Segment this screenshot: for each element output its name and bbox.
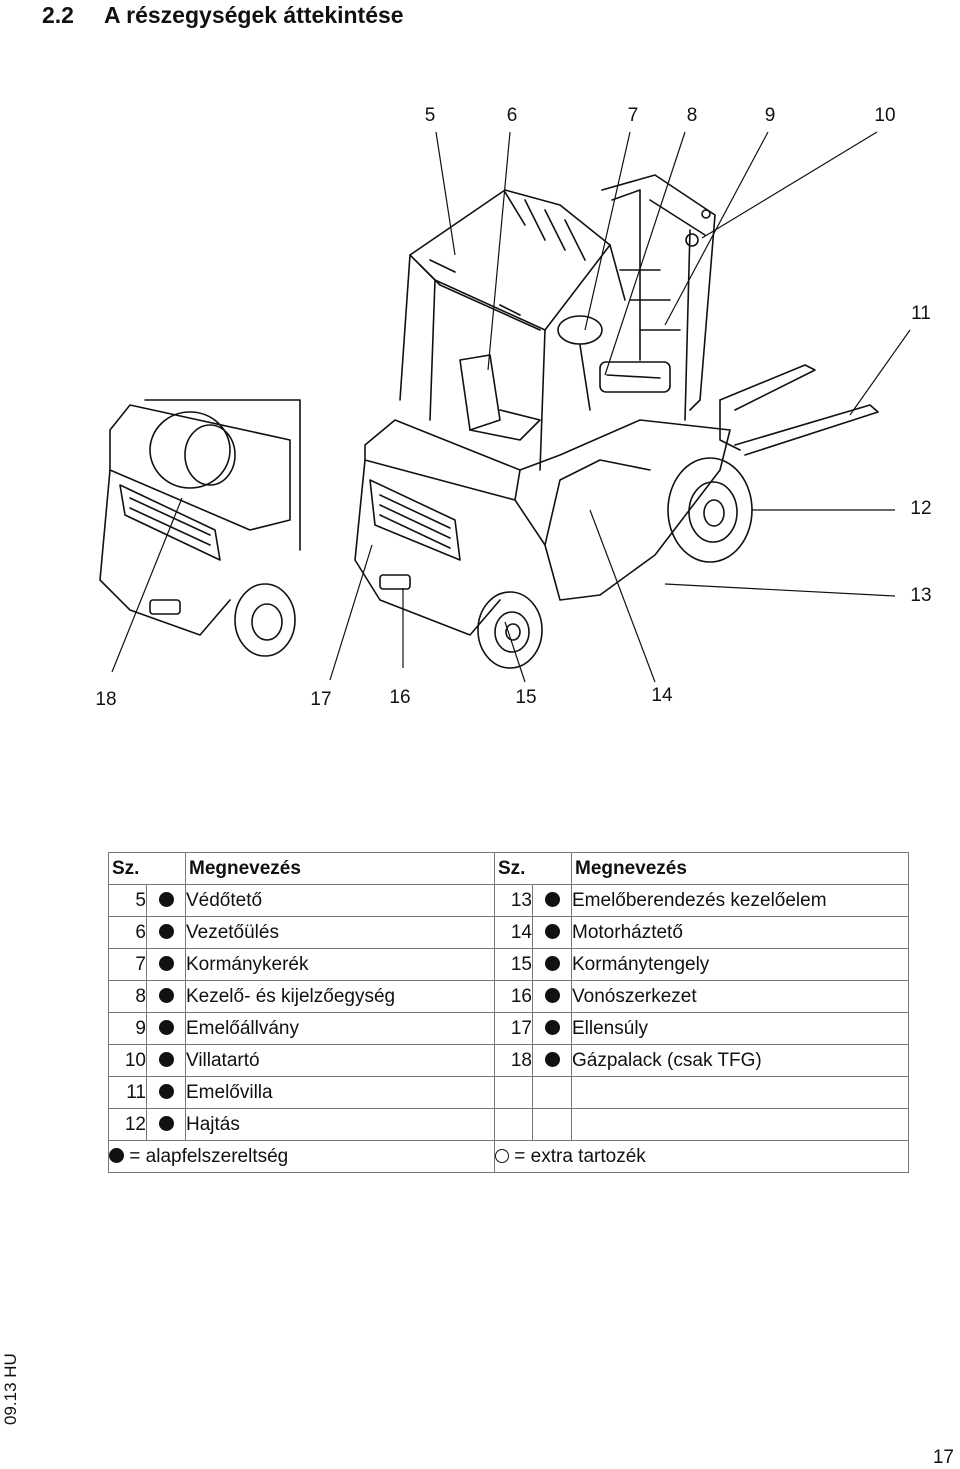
standard-bullet-icon — [146, 1044, 186, 1077]
item-number: 18 — [494, 1044, 533, 1077]
callout-5: 5 — [424, 105, 436, 126]
callout-18: 18 — [95, 689, 117, 710]
wheels-drawing — [477, 457, 753, 669]
header-name-left: Megnevezés — [185, 852, 495, 885]
table-header-row: Sz. Megnevezés Sz. Megnevezés — [108, 852, 909, 885]
callout-14: 14 — [651, 685, 673, 706]
item-name: Emelővilla — [185, 1076, 495, 1109]
item-name: Emelőállvány — [185, 1012, 495, 1045]
table-row: 10 Villatartó 18 Gázpalack (csak TFG) — [108, 1044, 909, 1077]
table-row: 7 Kormánykerék 15 Kormánytengely — [108, 948, 909, 981]
callout-12: 12 — [910, 498, 932, 519]
item-number: 16 — [494, 980, 533, 1013]
open-circle-icon — [495, 1148, 509, 1163]
leader-lines — [111, 131, 911, 683]
item-name: Vezetőülés — [185, 916, 495, 949]
item-name: Emelőberendezés kezelőelem — [571, 884, 909, 917]
standard-bullet-icon — [146, 1012, 186, 1045]
header-no-right: Sz. — [494, 852, 572, 885]
standard-bullet-icon — [532, 884, 572, 917]
forks-drawing — [719, 364, 879, 456]
item-number: 6 — [108, 916, 147, 949]
callout-15: 15 — [515, 687, 537, 708]
callout-6: 6 — [506, 105, 518, 126]
item-number: 10 — [108, 1044, 147, 1077]
item-number: 7 — [108, 948, 147, 981]
callout-13: 13 — [910, 585, 932, 606]
item-number: 13 — [494, 884, 533, 917]
section-title: A részegységek áttekintése — [104, 2, 404, 28]
item-name: Gázpalack (csak TFG) — [571, 1044, 909, 1077]
table-row: 5 Védőtető 13 Emelőberendezés kezelőelem — [108, 884, 909, 917]
empty-cell — [571, 1108, 909, 1141]
standard-bullet-icon — [146, 980, 186, 1013]
truck-body-drawing — [354, 419, 731, 636]
item-name: Védőtető — [185, 884, 495, 917]
item-number: 17 — [494, 1012, 533, 1045]
item-name: Hajtás — [185, 1108, 495, 1141]
item-name: Ellensúly — [571, 1012, 909, 1045]
callout-7: 7 — [627, 105, 639, 126]
standard-bullet-icon — [146, 884, 186, 917]
table-row: 9 Emelőállvány 17 Ellensúly — [108, 1012, 909, 1045]
section-number: 2.2 — [42, 2, 74, 28]
table-row: 11 Emelővilla — [108, 1076, 909, 1109]
standard-bullet-icon — [532, 980, 572, 1013]
standard-bullet-icon — [532, 948, 572, 981]
forklift-illustration — [99, 131, 911, 683]
callout-10: 10 — [874, 105, 896, 126]
callout-16: 16 — [389, 687, 411, 708]
item-number: 5 — [108, 884, 147, 917]
item-number: 15 — [494, 948, 533, 981]
empty-cell — [532, 1076, 572, 1109]
section-heading: 2.2 A részegységek áttekintése — [42, 0, 404, 30]
table-row: 6 Vezetőülés 14 Motorháztető — [108, 916, 909, 949]
legend-row: = alapfelszereltség = extra tartozék — [108, 1140, 909, 1173]
standard-bullet-icon — [532, 1044, 572, 1077]
empty-cell — [494, 1108, 533, 1141]
empty-cell — [532, 1108, 572, 1141]
callout-9: 9 — [764, 105, 776, 126]
standard-bullet-icon — [532, 1012, 572, 1045]
item-name: Villatartó — [185, 1044, 495, 1077]
empty-cell — [571, 1076, 909, 1109]
item-number: 12 — [108, 1108, 147, 1141]
standard-bullet-icon — [146, 916, 186, 949]
standard-bullet-icon — [146, 948, 186, 981]
item-number: 11 — [108, 1076, 147, 1109]
callout-17: 17 — [310, 689, 332, 710]
item-number: 9 — [108, 1012, 147, 1045]
parts-table: Sz. Megnevezés Sz. Megnevezés 5 Védőtető… — [108, 852, 909, 1173]
item-number: 14 — [494, 916, 533, 949]
header-name-right: Megnevezés — [571, 852, 909, 885]
callout-11: 11 — [911, 303, 931, 324]
seat-drawing — [459, 315, 671, 441]
legend-standard-text: = alapfelszereltség — [129, 1146, 289, 1167]
item-name: Motorháztető — [571, 916, 909, 949]
legend-standard: = alapfelszereltség — [108, 1140, 495, 1173]
header-no-left: Sz. — [108, 852, 186, 885]
table-row: 8 Kezelő- és kijelzőegység 16 Vonószerke… — [108, 980, 909, 1013]
overhead-guard-drawing — [399, 189, 626, 471]
empty-cell — [494, 1076, 533, 1109]
filled-bullet-icon — [109, 1148, 124, 1164]
edition-date: 09.13 HU — [1, 1353, 20, 1425]
item-name: Vonószerkezet — [571, 980, 909, 1013]
item-name: Kormánykerék — [185, 948, 495, 981]
legend-extra-text: = extra tartozék — [514, 1146, 646, 1167]
legend-extra: = extra tartozék — [494, 1140, 909, 1173]
standard-bullet-icon — [532, 916, 572, 949]
callout-8: 8 — [686, 105, 698, 126]
table-row: 12 Hajtás — [108, 1108, 909, 1141]
item-name: Kormánytengely — [571, 948, 909, 981]
mast-drawing — [601, 174, 716, 421]
standard-bullet-icon — [146, 1076, 186, 1109]
page-number: 17 — [932, 1447, 954, 1468]
item-number: 8 — [108, 980, 147, 1013]
standard-bullet-icon — [146, 1108, 186, 1141]
rear-view-drawing — [99, 399, 301, 657]
item-name: Kezelő- és kijelzőegység — [185, 980, 495, 1013]
